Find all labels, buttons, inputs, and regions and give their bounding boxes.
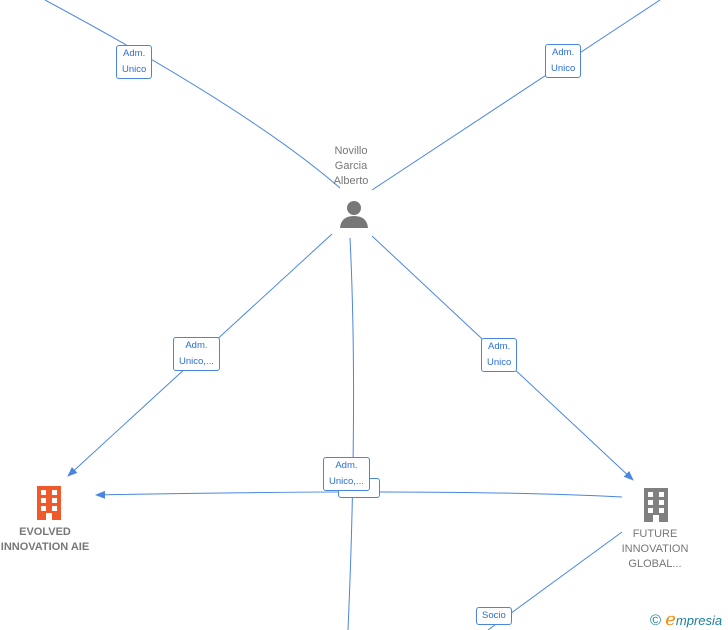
name-line: FUTURE xyxy=(632,528,678,540)
label-line: Adm. xyxy=(335,460,358,471)
person-name[interactable]: Novillo Garcia Alberto xyxy=(310,144,392,189)
label-line: Adm. xyxy=(488,341,511,352)
company-evolved-name[interactable]: EVOLVED INNOVATION AIE xyxy=(0,525,100,555)
label-line: Adm. xyxy=(185,340,208,351)
label-line: Socio xyxy=(482,610,506,621)
name-line: Novillo xyxy=(334,145,368,157)
label-line: Unico,... xyxy=(329,476,364,487)
name-line: INNOVATION AIE xyxy=(0,541,90,553)
edge-label-evolved[interactable]: Adm. Unico,... xyxy=(173,337,220,371)
label-line: Unico xyxy=(551,63,576,74)
label-line: Adm. xyxy=(552,47,575,58)
name-line: Garcia xyxy=(334,160,368,172)
name-line: INNOVATION xyxy=(621,543,689,555)
name-line: GLOBAL... xyxy=(628,558,682,570)
brand-name: mpresia xyxy=(675,613,723,628)
name-line: Alberto xyxy=(333,175,369,187)
label-line: Unico,... xyxy=(179,356,214,367)
label-line: Unico xyxy=(487,357,512,368)
brand-initial: e xyxy=(665,609,676,630)
name-line: EVOLVED xyxy=(19,526,71,538)
edge-person-down xyxy=(347,237,355,630)
edge-label-socio[interactable]: Socio xyxy=(476,607,512,625)
copyright-symbol: © xyxy=(650,612,662,629)
edge-future-evolved xyxy=(95,490,623,499)
edge-top-left xyxy=(44,0,341,189)
person-icon[interactable] xyxy=(339,199,369,229)
company-future-name[interactable]: FUTURE INNOVATION GLOBAL... xyxy=(605,527,705,572)
label-line: Adm. xyxy=(123,48,146,59)
label-line: Unico xyxy=(122,64,147,75)
edge-label-future[interactable]: Adm. Unico xyxy=(481,338,518,372)
building-icon[interactable] xyxy=(35,486,63,520)
edge-label-top-right[interactable]: Adm. Unico xyxy=(545,44,582,78)
building-icon[interactable] xyxy=(642,488,670,522)
edge-label-center[interactable]: Adm. Unico,... xyxy=(323,457,370,491)
brand-logo: © empresia xyxy=(650,609,722,630)
edge-label-top-left[interactable]: Adm. Unico xyxy=(116,45,153,79)
edge-top-right xyxy=(371,0,661,191)
